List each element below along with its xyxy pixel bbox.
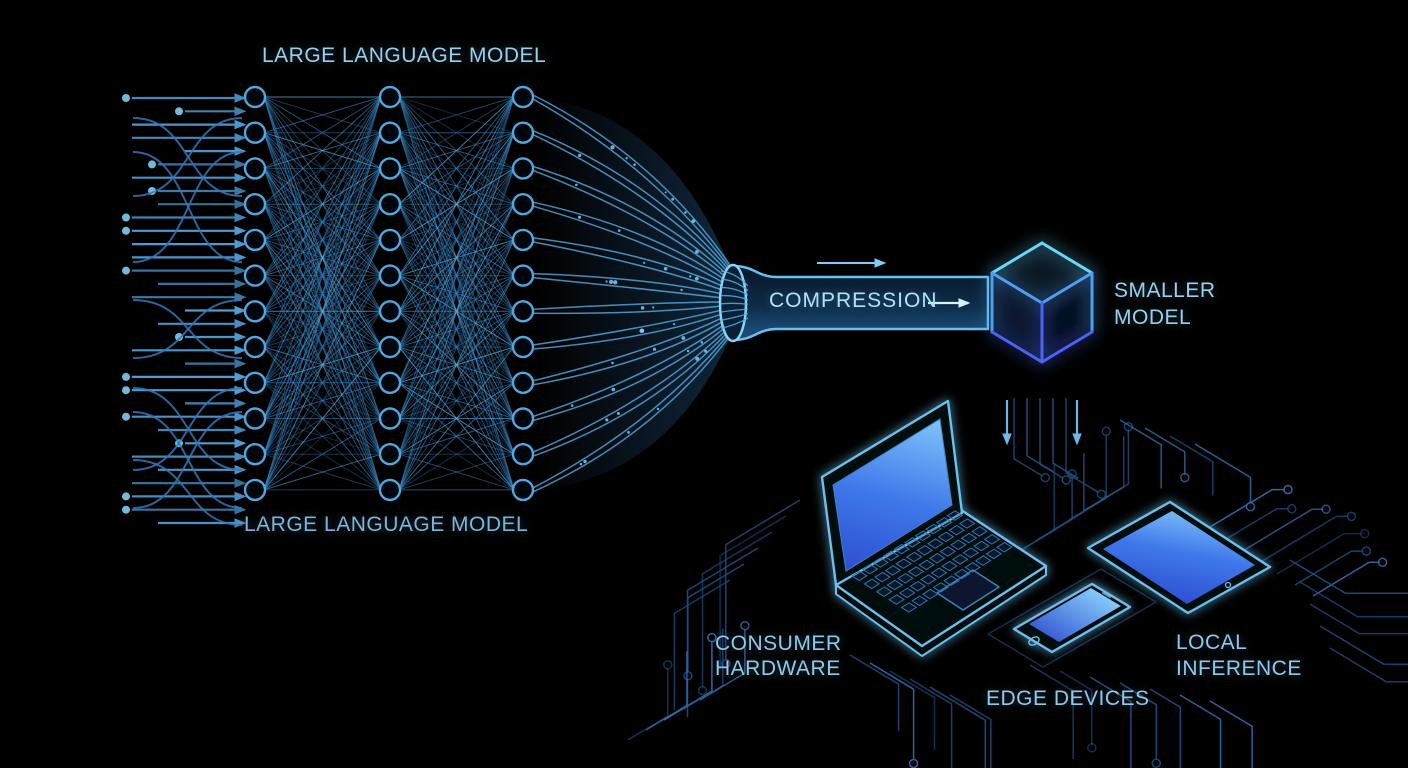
edge-devices-label: EDGE DEVICES bbox=[986, 687, 1150, 710]
compression-pipe-icon bbox=[718, 258, 990, 343]
compression-label: COMPRESSION bbox=[769, 289, 938, 312]
local-inference-label: LOCAL INFERENCE bbox=[1176, 630, 1302, 682]
llm-bottom-label: LARGE LANGUAGE MODEL bbox=[244, 513, 529, 536]
local-inference-line1: LOCAL bbox=[1176, 631, 1248, 654]
consumer-hardware-line2: HARDWARE bbox=[715, 657, 841, 680]
input-arrows-icon bbox=[122, 93, 247, 528]
smaller-model-cube-icon bbox=[990, 241, 1094, 364]
funnel-icon bbox=[532, 94, 732, 493]
smartphone-icon bbox=[1012, 582, 1132, 654]
laptop-icon bbox=[820, 399, 1048, 657]
smaller-model-line2: MODEL bbox=[1114, 306, 1192, 329]
neural-network-icon bbox=[243, 85, 535, 502]
llm-top-label: LARGE LANGUAGE MODEL bbox=[262, 44, 547, 67]
local-inference-line2: INFERENCE bbox=[1176, 657, 1302, 680]
smaller-model-label: SMALLER MODEL bbox=[1114, 277, 1216, 331]
consumer-hardware-label: CONSUMER HARDWARE bbox=[715, 631, 842, 681]
tablet-icon bbox=[1086, 500, 1272, 615]
circuit-traces-icon bbox=[627, 398, 1408, 768]
down-arrow-icon bbox=[1002, 400, 1082, 446]
network-connections bbox=[263, 96, 515, 491]
consumer-hardware-line1: CONSUMER bbox=[715, 632, 842, 655]
smaller-model-line1: SMALLER bbox=[1114, 279, 1216, 302]
